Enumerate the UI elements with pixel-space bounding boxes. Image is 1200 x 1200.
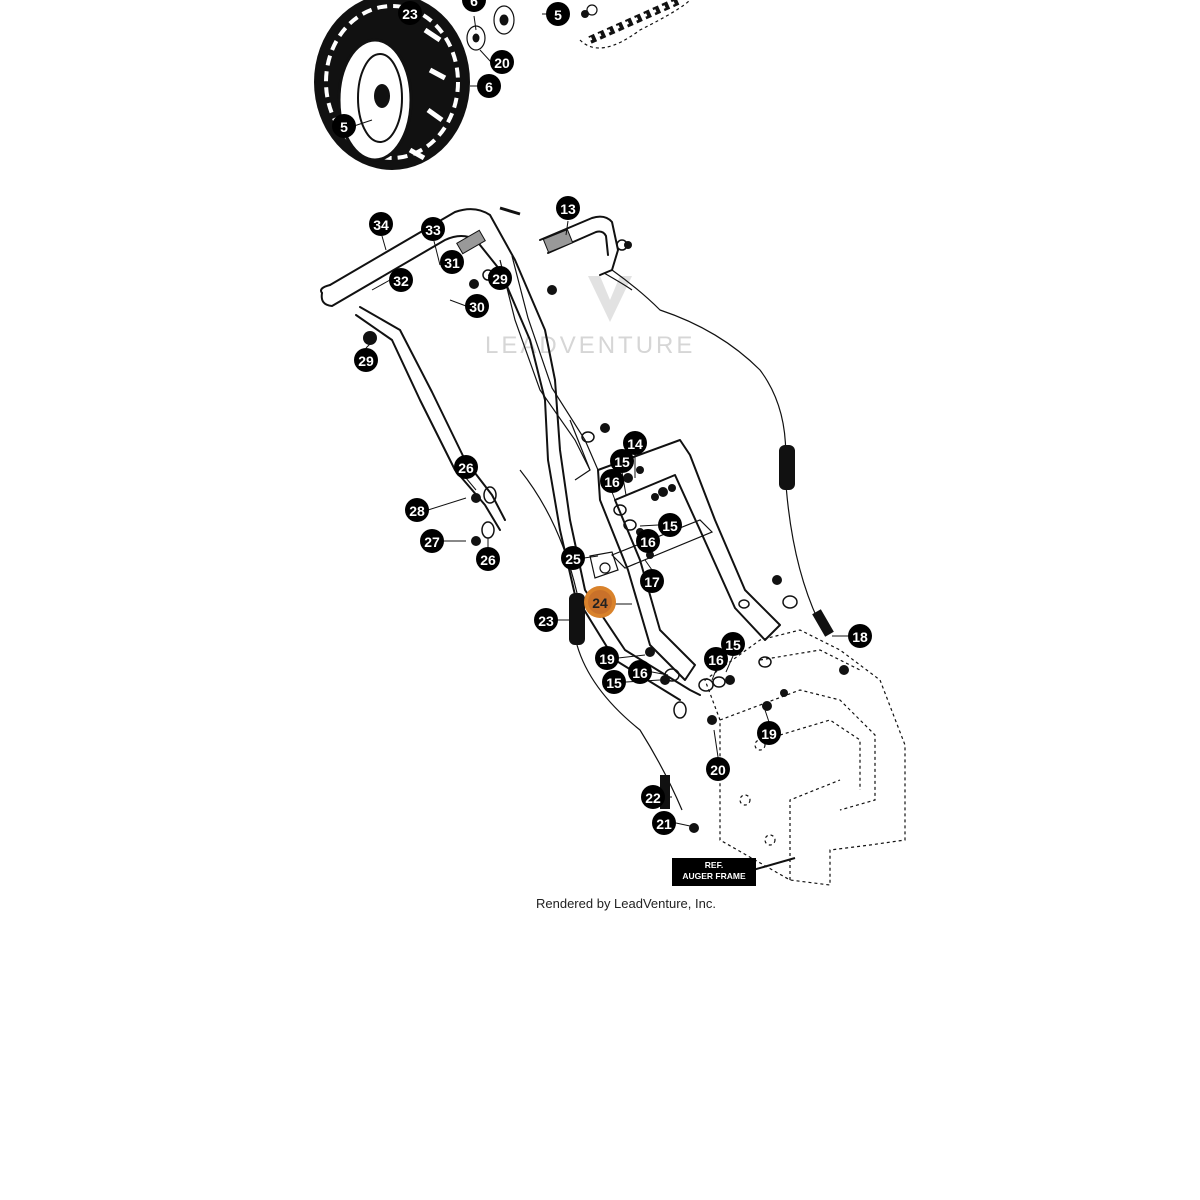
callout-15[interactable]: 15 [610,449,634,473]
callout-16[interactable]: 16 [636,529,660,553]
callout-22[interactable]: 22 [641,785,665,809]
callout-29[interactable]: 29 [488,266,512,290]
callout-number: 32 [393,273,409,289]
callout-27[interactable]: 27 [420,529,444,553]
callout-19[interactable]: 19 [757,721,781,745]
ref-auger-frame-label: REF. AUGER FRAME [672,858,756,886]
callout-23[interactable]: 23 [534,608,558,632]
callout-number: 20 [494,55,510,71]
callout-number: 29 [358,353,374,369]
callout-15[interactable]: 15 [721,632,745,656]
watermark-text: LEADVENTURE [485,332,695,359]
callout-number: 27 [424,534,440,550]
callout-32[interactable]: 32 [389,268,413,292]
callout-29[interactable]: 29 [354,348,378,372]
render-credit: Rendered by LeadVenture, Inc. [536,896,716,911]
callout-number: 23 [538,613,554,629]
callout-26[interactable]: 26 [454,455,478,479]
callout-6[interactable]: 6 [477,74,501,98]
callout-18[interactable]: 18 [848,624,872,648]
callout-number: 31 [444,255,460,271]
callout-21[interactable]: 21 [652,811,676,835]
hardware [363,10,849,833]
callout-30[interactable]: 30 [465,294,489,318]
ref-label-line2: AUGER FRAME [682,871,746,881]
callout-number: 6 [485,79,493,95]
callout-number: 26 [480,552,496,568]
callout-number: 25 [565,551,581,567]
callout-number: 6 [470,0,478,9]
callout-number: 22 [645,790,661,806]
grip-bar [456,206,619,276]
callout-24-highlighted[interactable]: 24 [584,586,616,618]
callout-16[interactable]: 16 [628,660,652,684]
callout-number: 5 [340,119,348,135]
leader-lines [353,13,848,827]
callout-19[interactable]: 19 [595,646,619,670]
callout-15[interactable]: 15 [658,513,682,537]
callout-number: 26 [458,460,474,476]
callout-number: 23 [402,6,418,22]
callout-number: 16 [632,665,648,681]
callout-15[interactable]: 15 [602,670,626,694]
callout-13[interactable]: 13 [556,196,580,220]
callout-number: 16 [604,474,620,490]
callout-number: 16 [708,652,724,668]
callout-number: 28 [409,503,425,519]
callout-number: 16 [640,534,656,550]
callout-number: 15 [725,637,741,653]
callout-number: 24 [592,595,608,611]
callout-number: 5 [554,7,562,23]
callout-34[interactable]: 34 [369,212,393,236]
callout-number: 15 [614,454,630,470]
callout-14[interactable]: 14 [623,431,647,455]
callout-number: 15 [606,675,622,691]
callout-number: 19 [599,651,615,667]
callout-number: 13 [560,201,576,217]
callout-26[interactable]: 26 [476,547,500,571]
callout-5[interactable]: 5 [332,114,356,138]
callout-number: 19 [761,726,777,742]
callout-16[interactable]: 16 [704,647,728,671]
callout-number: 30 [469,299,485,315]
callout-number: 33 [425,222,441,238]
callout-5[interactable]: 5 [546,2,570,26]
callout-20[interactable]: 20 [490,50,514,74]
callout-31[interactable]: 31 [440,250,464,274]
callout-28[interactable]: 28 [405,498,429,522]
callout-number: 21 [656,816,672,832]
auger-frame-reference [704,629,906,886]
callout-33[interactable]: 33 [421,217,445,241]
leadventure-watermark: LEADVENTURE [485,276,695,359]
washer-and-hub [466,5,515,51]
callout-number: 20 [710,762,726,778]
ref-label-line1: REF. [704,860,724,870]
wheel-assembly [314,0,470,170]
callout-number: 18 [852,629,868,645]
callout-25[interactable]: 25 [561,546,585,570]
callout-6[interactable]: 6 [462,0,486,12]
callout-17[interactable]: 17 [640,569,664,593]
callout-number: 29 [492,271,508,287]
callout-number: 17 [644,574,660,590]
callout-23[interactable]: 23 [398,1,422,25]
callout-16[interactable]: 16 [600,469,624,493]
callout-20[interactable]: 20 [706,757,730,781]
callout-number: 34 [373,217,389,233]
callout-number: 15 [662,518,678,534]
callout-number: 14 [627,436,643,452]
cable-control [519,269,834,811]
drive-chain [579,0,691,49]
